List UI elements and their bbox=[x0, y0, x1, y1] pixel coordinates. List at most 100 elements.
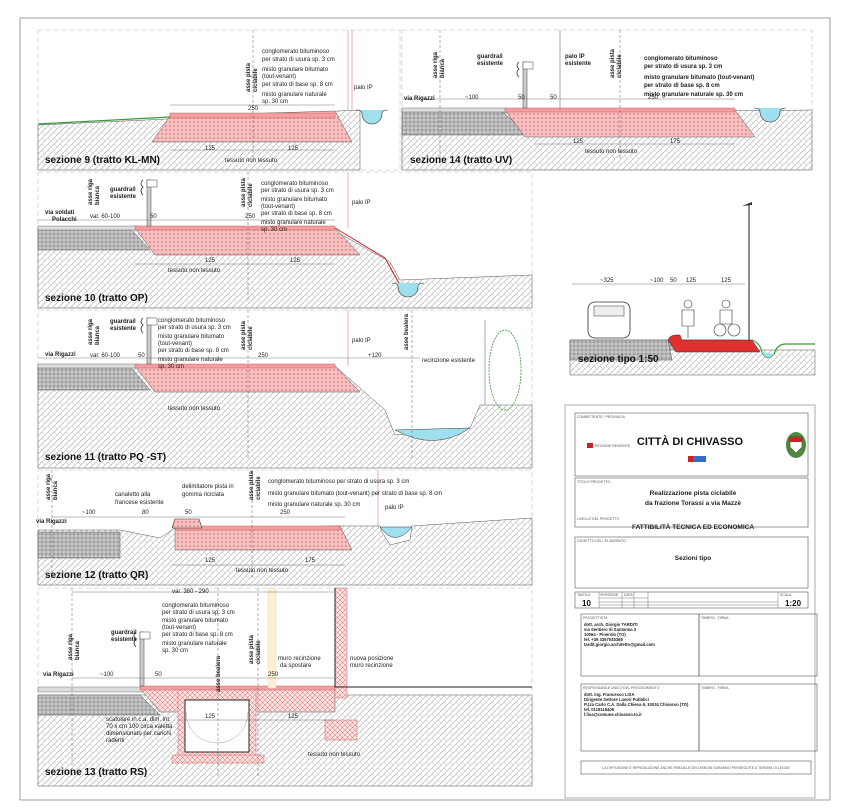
annotation-text: nuova posizione bbox=[350, 656, 394, 662]
annotation-text: per strato di base sp. 8 cm bbox=[162, 632, 233, 638]
annotation-text: conglomerato bituminoso bbox=[158, 318, 226, 324]
annotation-text: +120 bbox=[368, 353, 382, 359]
annotation-text: 125 bbox=[573, 139, 584, 145]
cyclist-icon bbox=[683, 299, 693, 309]
guardrail-bracket bbox=[139, 631, 151, 640]
annotation-text: 50 bbox=[150, 214, 157, 220]
annotation-text: palo IP bbox=[354, 85, 373, 91]
annotation-text: 175 bbox=[305, 558, 316, 564]
annotation-text: esistente bbox=[477, 61, 504, 67]
annotation-text: asse pista bbox=[249, 634, 255, 664]
annotation-text: canaletto alla bbox=[115, 492, 151, 498]
annotation-text: asse pista bbox=[610, 48, 616, 78]
box-culvert bbox=[184, 699, 250, 753]
annotation-text: via Sentiero di Santanna 3 bbox=[584, 627, 637, 632]
annotation-text: guardrail bbox=[110, 187, 136, 193]
annotation-text: REGIONE PIEMONTE bbox=[595, 444, 631, 448]
pavement-surface bbox=[169, 112, 336, 119]
annotation-text: RESPONSABILE UNICO DEL PROCEDIMENTO bbox=[583, 686, 660, 690]
old-wall bbox=[267, 587, 277, 689]
annotation-text: guardrail bbox=[477, 54, 503, 60]
annotation-text: asse riga bbox=[88, 318, 94, 345]
annotation-text: Dirigente Settore Lavori Pubblici bbox=[584, 697, 649, 702]
annotation-text: f.lisa@comune.chivasso.to.it bbox=[584, 712, 642, 717]
annotation-text: bianca bbox=[440, 58, 446, 78]
section-label: sezione 14 (tratto UV) bbox=[410, 155, 512, 166]
annotation-text: (tout-venant) bbox=[261, 204, 295, 210]
annotation-text: asse pista bbox=[241, 320, 247, 350]
ground bbox=[37, 694, 533, 787]
annotation-text: palo IP bbox=[352, 200, 371, 206]
annotation-text: DATA bbox=[624, 593, 633, 597]
guardrail-icon bbox=[133, 631, 137, 648]
road-base bbox=[569, 339, 673, 361]
bicycle-wheel bbox=[713, 323, 727, 337]
annotation-text: ~100 bbox=[465, 95, 479, 101]
annotation-text: via Rigazzi bbox=[43, 672, 74, 678]
annotation-text: ciclabile bbox=[253, 68, 259, 92]
sheet-frame bbox=[19, 17, 831, 801]
annotation-text: var. 380 - 290 bbox=[172, 589, 209, 595]
new-wall bbox=[334, 587, 348, 699]
annotation-text: misto granulare bitumato bbox=[162, 618, 229, 624]
cyclist-icon bbox=[721, 299, 731, 309]
annotation-text: sp. 30 cm bbox=[261, 227, 287, 233]
ditch-water bbox=[391, 282, 425, 298]
partner-logo bbox=[688, 456, 706, 462]
annotation-text: TITOLO PROGETTO bbox=[577, 480, 610, 484]
annotation-text: asse pista bbox=[246, 62, 252, 92]
annotation-text: 70 x cm 100 circa valetta bbox=[106, 724, 173, 730]
annotation-text: 125 bbox=[205, 146, 216, 152]
annotation-text: da spostare bbox=[280, 663, 312, 669]
pavement-surface bbox=[134, 363, 336, 369]
annotation-text: via soldati bbox=[45, 210, 75, 216]
bicycle-wheel bbox=[727, 323, 741, 337]
cyclist-icon bbox=[719, 309, 733, 325]
annotation-text: recinzione esistente bbox=[422, 358, 476, 364]
annotation-text: misto granulare naturale bbox=[262, 92, 327, 98]
city-title: CITTÀ DI CHIVASSO bbox=[637, 435, 744, 448]
road-base bbox=[37, 531, 121, 559]
annotation-text: 50 bbox=[138, 353, 145, 359]
scale-value: 1:20 bbox=[785, 599, 802, 608]
annotation-text: via Rigazzi bbox=[36, 519, 67, 525]
grass-line bbox=[37, 116, 171, 125]
annotation-text: palo IP bbox=[385, 505, 404, 511]
embankment-edge bbox=[334, 227, 401, 286]
pavement-base bbox=[504, 109, 756, 138]
project-title: da frazione Torassi a via Mazzè bbox=[645, 500, 741, 507]
annotation-text: 175 bbox=[670, 139, 681, 145]
annotation-text: asse pista bbox=[241, 177, 247, 207]
annotation-text: misto granulare bitumato (tout-venant) bbox=[644, 75, 754, 81]
annotation-text: bianca bbox=[75, 640, 81, 660]
city-coat-of-arms bbox=[786, 432, 806, 458]
section-label: sezione tipo 1:50 bbox=[578, 354, 659, 365]
road-surface bbox=[37, 225, 139, 231]
pavement-surface bbox=[139, 685, 336, 691]
annotation-text: COMMITTENTE / PROVINCIA bbox=[577, 415, 626, 419]
annotation-text: esistente bbox=[111, 637, 138, 643]
annotation-text: var. 60-100 bbox=[90, 214, 121, 220]
sheet-number: 10 bbox=[582, 599, 591, 608]
car-window bbox=[593, 305, 625, 317]
annotation-text: 80 bbox=[142, 510, 149, 516]
annotation-text: radenti bbox=[106, 738, 124, 744]
street-lamp-icon bbox=[742, 202, 752, 206]
annotation-text: ciclabile bbox=[256, 476, 262, 500]
annotation-text: 125 bbox=[721, 278, 732, 284]
annotation-text: asse pista bbox=[249, 470, 255, 500]
ditch-water bbox=[762, 352, 774, 358]
annotation-text: muro recinzione bbox=[350, 663, 393, 669]
annotation-text: misto granulare naturale sp. 30 cm bbox=[644, 92, 743, 98]
annotation-text: ~100 bbox=[100, 672, 114, 678]
wall-footing bbox=[324, 719, 358, 741]
annotation-text: muro recinzione bbox=[278, 656, 321, 662]
annotation-text: (tout-venant) bbox=[262, 74, 296, 80]
annotation-text: bianca bbox=[95, 185, 101, 205]
annotation-text: via Rigazzi bbox=[45, 352, 76, 358]
drawing-subject: Sezioni tipo bbox=[675, 555, 712, 562]
pavement-base bbox=[134, 227, 361, 256]
annotation-text: LIVELLO DEL PROGETTO bbox=[577, 517, 620, 521]
annotation-text: tessuto non tessuto bbox=[585, 149, 638, 155]
annotation-text: ciclabile bbox=[256, 640, 262, 664]
